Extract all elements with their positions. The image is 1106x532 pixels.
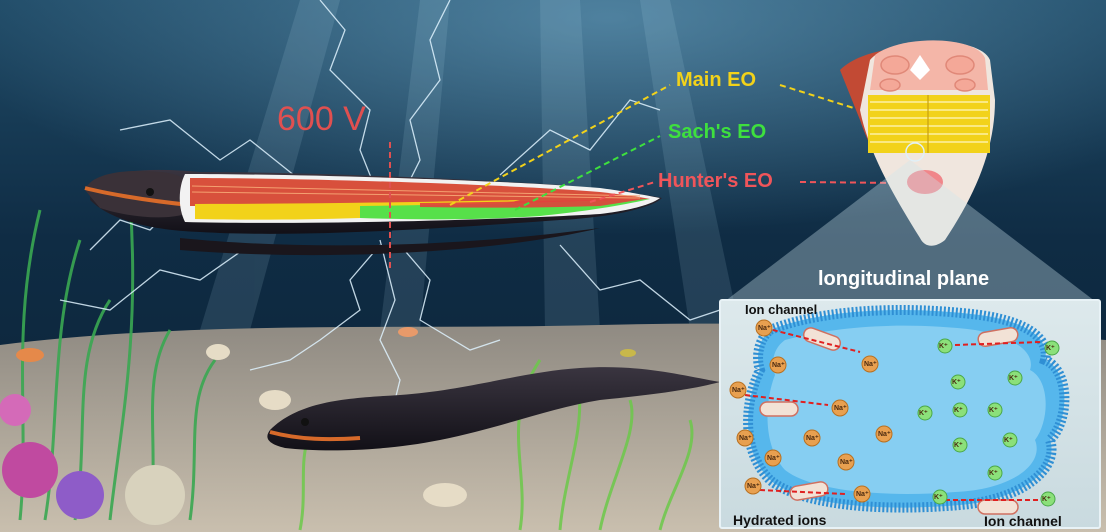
sodium-ion: Na⁺ <box>767 455 780 462</box>
sodium-ion: Na⁺ <box>856 491 869 498</box>
main-eo-leader <box>449 84 671 206</box>
potassium-ion: K⁺ <box>1004 437 1013 444</box>
potassium-ion: K⁺ <box>989 407 998 414</box>
sodium-ion: Na⁺ <box>840 459 853 466</box>
hunters-eo-leader-right <box>799 181 901 184</box>
sodium-ion: Na⁺ <box>878 431 891 438</box>
membrane-panel <box>719 299 1101 529</box>
sodium-ion: Na⁺ <box>806 435 819 442</box>
potassium-ion: K⁺ <box>919 410 928 417</box>
ion-channel-top-label: Ion channel <box>745 302 818 317</box>
sachs-eo-leader <box>514 135 661 211</box>
potassium-ion: K⁺ <box>1046 345 1055 352</box>
eel-swimming <box>267 367 720 451</box>
sodium-ion: Na⁺ <box>772 362 785 369</box>
potassium-ion: K⁺ <box>1009 375 1018 382</box>
main-eo-label: Main EO <box>676 69 757 91</box>
zoom-cone <box>720 160 1100 305</box>
hunters-eo-section <box>907 170 943 194</box>
hunters-eo-region <box>420 199 645 208</box>
sodium-ion: Na⁺ <box>732 387 745 394</box>
potassium-ion: K⁺ <box>954 407 963 414</box>
hunters-eo-leader <box>589 181 656 203</box>
eel-cutaway <box>84 169 662 256</box>
fish <box>398 327 636 357</box>
main-eo-section <box>868 95 990 153</box>
voltage-label: 600 V <box>277 100 366 138</box>
potassium-ion: K⁺ <box>934 494 943 501</box>
potassium-ion: K⁺ <box>954 442 963 449</box>
cross-section <box>840 40 995 246</box>
sodium-ion: Na⁺ <box>864 361 877 368</box>
potassium-ion: K⁺ <box>989 470 998 477</box>
ion-channel-bottom-label: Ion channel <box>984 513 1062 529</box>
main-eo-leader-right <box>779 84 861 111</box>
potassium-ion: K⁺ <box>952 379 961 386</box>
hunters-eo-label: Hunter's EO <box>658 170 773 192</box>
longitudinal-plane-label: longitudinal plane <box>818 268 990 290</box>
hydrated-ions-label: Hydrated ions <box>733 512 827 528</box>
sodium-ion: Na⁺ <box>739 435 752 442</box>
coral <box>0 344 467 525</box>
sachs-eo-label: Sach's EO <box>668 121 767 143</box>
sodium-ion: Na⁺ <box>834 405 847 412</box>
sodium-ion: Na⁺ <box>758 325 771 332</box>
potassium-ion: K⁺ <box>1042 496 1051 503</box>
sodium-ion: Na⁺ <box>747 483 760 490</box>
potassium-ion: K⁺ <box>939 343 948 350</box>
